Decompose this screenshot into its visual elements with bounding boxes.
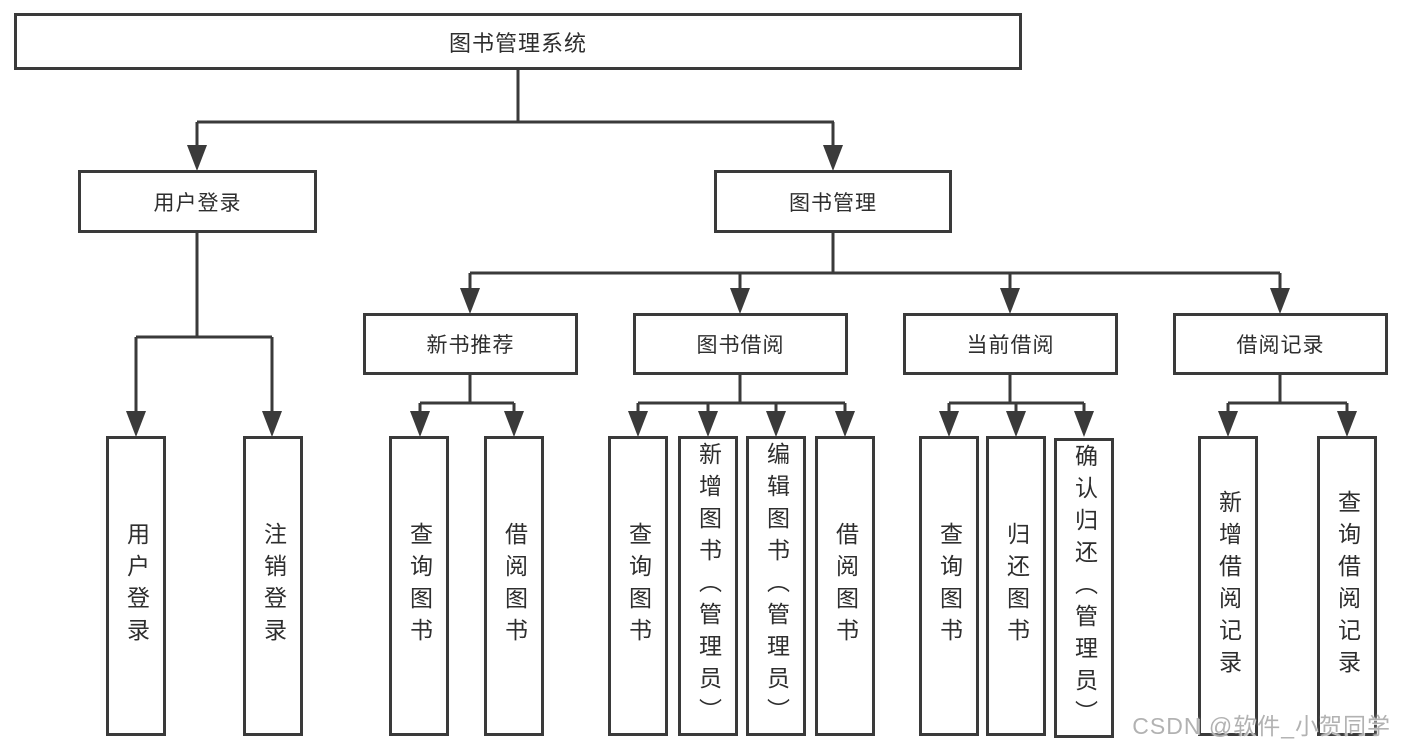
- leaf-borrow-add-books-admin: 新增图书（管理员）: [678, 436, 738, 736]
- leaf-current-query-books: 查询图书: [919, 436, 979, 736]
- node-label: 图书管理: [789, 191, 877, 215]
- leaf-borrow-borrow-books: 借阅图书: [815, 436, 875, 736]
- node-label: 归还图书: [1003, 522, 1030, 650]
- leaf-borrow-edit-books-admin: 编辑图书（管理员）: [746, 436, 806, 736]
- node-label: 借阅图书: [832, 522, 859, 650]
- node-new-book-recommend: 新书推荐: [363, 313, 578, 375]
- node-label: 新增借阅记录: [1215, 490, 1242, 682]
- node-label: 当前借阅: [966, 334, 1055, 357]
- leaf-current-return-books: 归还图书: [986, 436, 1046, 736]
- csdn-watermark: CSDN @软件_小贺同学: [1132, 713, 1391, 739]
- leaf-user-login: 用户登录: [106, 436, 166, 736]
- node-label: 查询借阅记录: [1334, 490, 1361, 682]
- node-current-borrow: 当前借阅: [903, 313, 1118, 375]
- node-user-login: 用户登录: [78, 170, 317, 233]
- leaf-recommend-borrow-books: 借阅图书: [484, 436, 544, 736]
- node-label: 借阅图书: [501, 522, 528, 650]
- leaf-records-query-record: 查询借阅记录: [1317, 436, 1377, 736]
- node-label: 用户登录: [153, 191, 242, 215]
- node-label: 借阅记录: [1236, 334, 1325, 357]
- node-label: 查询图书: [406, 522, 433, 650]
- node-label: 图书管理系统: [448, 30, 587, 56]
- node-label: 查询图书: [936, 522, 963, 650]
- leaf-records-add-record: 新增借阅记录: [1198, 436, 1258, 736]
- node-label: 查询图书: [625, 522, 652, 650]
- node-label: 确认归还（管理员）: [1071, 444, 1098, 732]
- node-borrow-records: 借阅记录: [1173, 313, 1388, 375]
- leaf-recommend-query-books: 查询图书: [389, 436, 449, 736]
- node-book-management: 图书管理: [714, 170, 952, 233]
- leaf-borrow-query-books: 查询图书: [608, 436, 668, 736]
- node-label: 新书推荐: [426, 334, 515, 357]
- node-book-borrow: 图书借阅: [633, 313, 848, 375]
- leaf-logout: 注销登录: [243, 436, 303, 736]
- node-label: 用户登录: [123, 522, 150, 650]
- node-label: 注销登录: [260, 522, 287, 650]
- leaf-current-confirm-return-admin: 确认归还（管理员）: [1054, 438, 1114, 738]
- node-label: 新增图书（管理员）: [695, 442, 722, 730]
- node-label: 图书借阅: [696, 334, 785, 357]
- node-label: 编辑图书（管理员）: [763, 442, 790, 730]
- node-library-management-system: 图书管理系统: [14, 13, 1022, 70]
